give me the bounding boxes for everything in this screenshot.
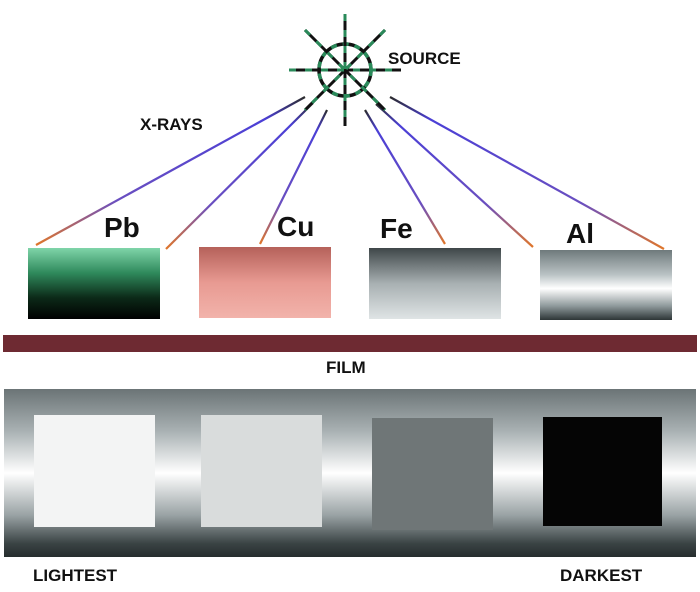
- source-label: SOURCE: [388, 49, 461, 68]
- ray-to-fe-left: [364, 109, 446, 245]
- radiograph-panel: [4, 389, 696, 557]
- copper-block: [199, 247, 331, 318]
- exposure-medium: [372, 418, 493, 530]
- film-label: FILM: [326, 358, 366, 377]
- x-ray-beams: [35, 96, 665, 292]
- aluminum-label: Al: [566, 218, 594, 249]
- iron-label: Fe: [380, 213, 413, 244]
- ray-to-al: [389, 96, 665, 250]
- lead-label: Pb: [104, 212, 140, 243]
- ray-to-fe-right: [375, 103, 534, 248]
- exposure-lightest: [34, 415, 155, 527]
- aluminum-block: [540, 250, 672, 320]
- exposure-light: [201, 415, 322, 527]
- iron-block: [369, 248, 501, 319]
- x-rays-label: X-RAYS: [140, 115, 203, 134]
- lead-block: [28, 248, 160, 319]
- ray-to-cu: [259, 109, 328, 245]
- ray-to-pb-right: [165, 102, 314, 250]
- darkest-label: DARKEST: [560, 566, 643, 585]
- source-icon: [289, 14, 401, 126]
- material-blocks: [28, 247, 672, 320]
- exposure-darkest: [543, 417, 662, 526]
- copper-label: Cu: [277, 211, 315, 242]
- lightest-label: LIGHTEST: [33, 566, 118, 585]
- film-bar: [3, 335, 697, 352]
- ray-to-pb-left: [35, 96, 306, 246]
